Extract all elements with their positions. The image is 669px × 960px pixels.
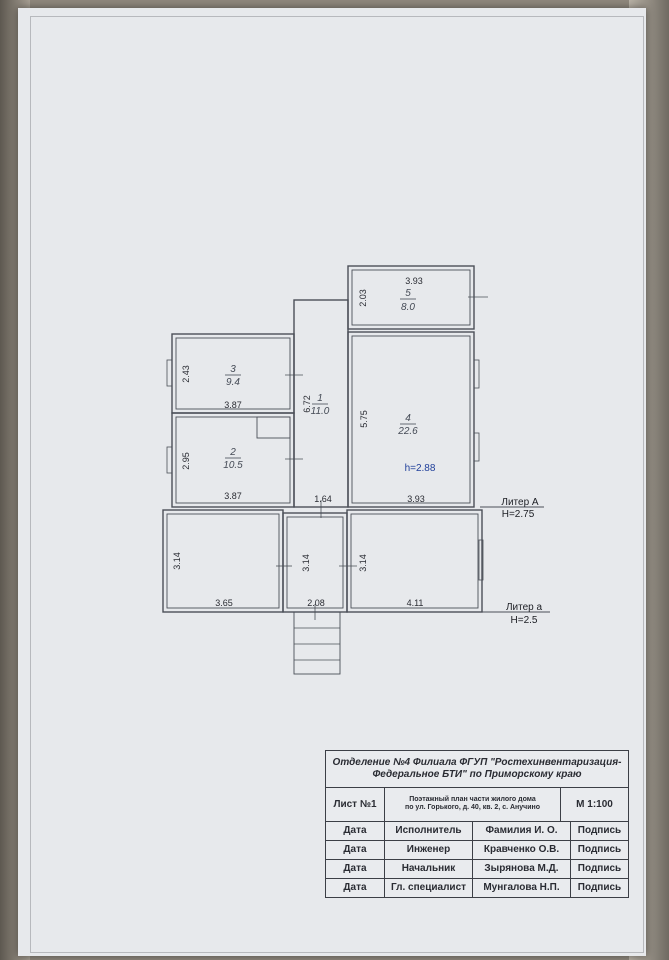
role-cell: Гл. специалист [384, 878, 472, 897]
dim-annex-middle-width: 2.08 [307, 598, 325, 608]
signature-cell: Подпись [570, 840, 628, 859]
liter-a-lower-label: Литер а [506, 602, 543, 613]
dim-room3-width: 3.87 [224, 400, 242, 410]
dim-annex-right-width: 4.11 [407, 598, 424, 608]
dim-room4-width: 3.93 [407, 494, 425, 504]
annex-room-right [346, 509, 483, 613]
drawing-frame [30, 16, 644, 953]
date-cell: Дата [343, 882, 367, 893]
signature-cell: Подпись [570, 878, 628, 897]
room-3-area: 9.4 [226, 377, 240, 388]
drawing-scale: М 1:100 [560, 787, 628, 821]
org-line-2: Федеральное БТИ" по Приморскому краю [372, 769, 582, 780]
dim-annex-left-height: 3.14 [172, 552, 182, 570]
room-4-number: 4 [405, 413, 411, 424]
dim-corridor-height: 6.72 [302, 395, 312, 413]
name-cell: Зырянова М.Д. [472, 859, 570, 878]
date-cell: Дата [343, 863, 367, 874]
room-1-number: 1 [317, 393, 323, 404]
room-2-number: 2 [229, 447, 236, 458]
room-4-area: 22.6 [397, 426, 418, 437]
dim-room5-height: 2.03 [358, 289, 368, 307]
porch-steps [293, 611, 341, 675]
liter-a-upper-height: H=2.75 [502, 509, 535, 520]
room-3-number: 3 [230, 364, 236, 375]
room-2-area: 10.5 [223, 460, 243, 471]
dim-annex-middle-height: 3.14 [301, 554, 311, 572]
signature-cell: Подпись [570, 859, 628, 878]
sheet-number: Лист №1 [333, 798, 377, 810]
title-block: Отделение №4 Филиала ФГУП "Ростехинвента… [325, 750, 629, 898]
liter-a-lower-height: H=2.5 [511, 615, 538, 626]
liter-a-upper-label: Литер А [501, 497, 539, 508]
date-cell: Дата [343, 825, 367, 836]
signature-cell: Подпись [570, 821, 628, 840]
dim-room5-width: 3.93 [405, 276, 423, 286]
dim-corridor-width: 1.64 [314, 494, 332, 504]
room-5-number: 5 [405, 288, 411, 299]
name-cell: Кравченко О.В. [472, 840, 570, 859]
role-cell: Исполнитель [384, 821, 472, 840]
room-1-area: 11.0 [311, 406, 330, 417]
signature-row: Дата Начальник Зырянова М.Д. Подпись [326, 859, 628, 879]
dim-room2-height: 2.95 [181, 452, 191, 470]
dim-annex-left-width: 3.65 [215, 598, 233, 608]
role-cell: Начальник [384, 859, 472, 878]
ceiling-height-mark: h=2.88 [405, 463, 436, 474]
signature-row: Дата Исполнитель Фамилия И. О. Подпись [326, 821, 628, 841]
name-cell: Мунгалова Н.П. [472, 878, 570, 897]
name-cell: Фамилия И. О. [472, 821, 570, 840]
room-4-outline [347, 331, 475, 508]
signature-row: Дата Гл. специалист Мунгалова Н.П. Подпи… [326, 878, 628, 897]
dim-room2-width: 3.87 [224, 491, 242, 501]
date-cell: Дата [343, 844, 367, 855]
drawing-description-1: Поэтажный план части жилого дома [409, 796, 536, 803]
room-5-area: 8.0 [401, 302, 415, 313]
role-cell: Инженер [384, 840, 472, 859]
dim-room4-height: 5.75 [359, 410, 369, 428]
dim-room3-height: 2.43 [181, 365, 191, 383]
drawing-description-2: по ул. Горького, д. 40, кв. 2, с. Анучин… [404, 804, 541, 811]
org-line-1: Отделение №4 Филиала ФГУП "Ростехинвента… [332, 757, 622, 768]
signature-row: Дата Инженер Кравченко О.В. Подпись [326, 840, 628, 860]
dim-annex-right-height: 3.14 [358, 554, 368, 572]
room-5-outline [347, 265, 475, 330]
